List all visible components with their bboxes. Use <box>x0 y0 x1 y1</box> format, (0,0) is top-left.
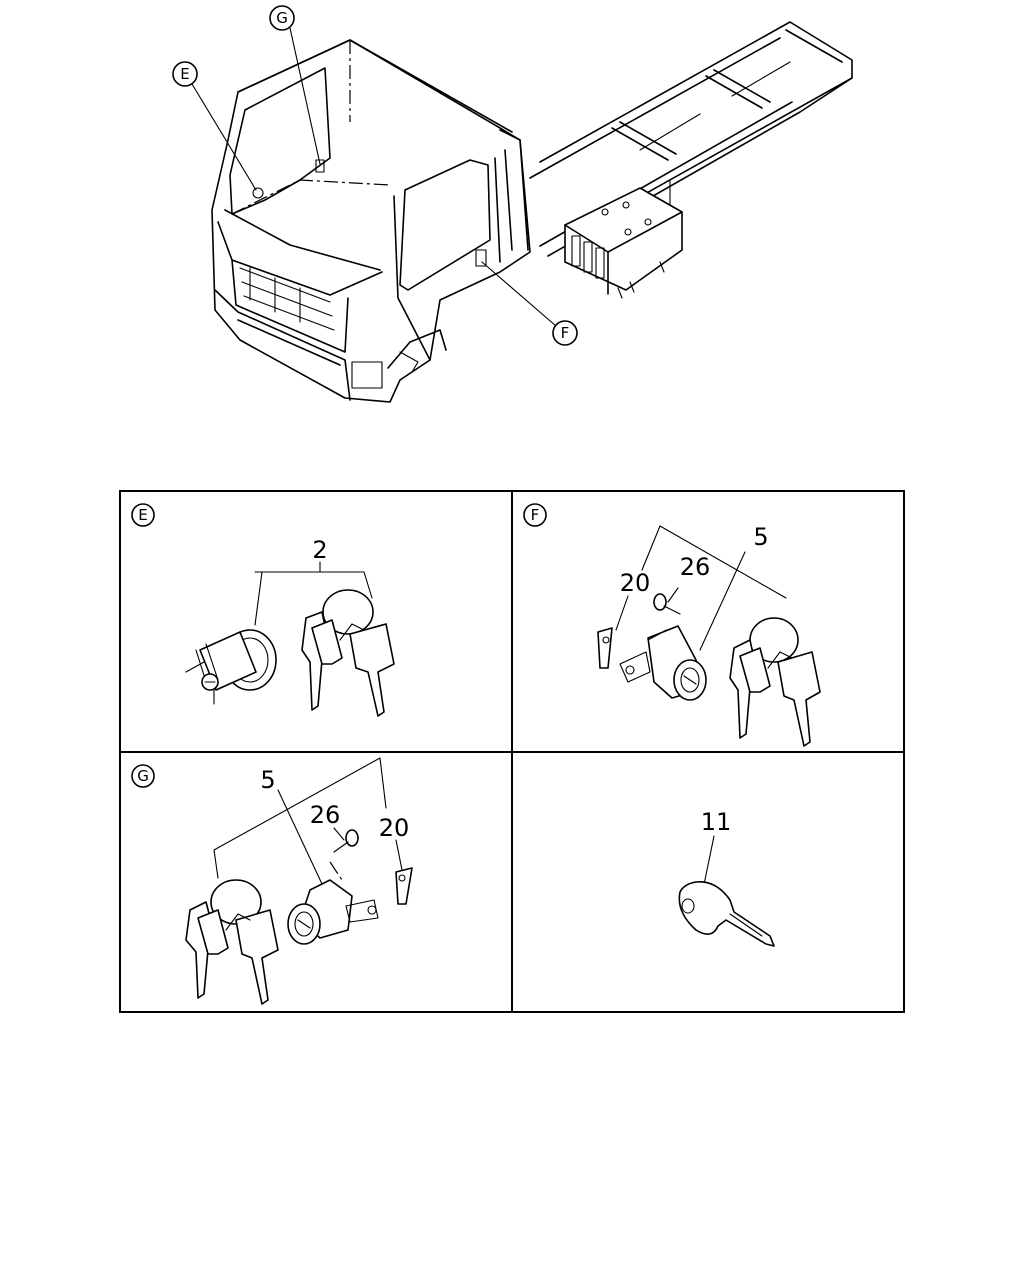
part-number-20: 20 <box>379 814 410 842</box>
callout-e: E <box>172 61 198 87</box>
key-set-e <box>301 589 395 717</box>
svg-text:E: E <box>180 65 189 83</box>
truck-illustration: G E F <box>172 5 853 403</box>
location-f <box>475 249 487 267</box>
panel-key: 11 <box>678 808 775 947</box>
panel-e-label: E <box>131 503 155 527</box>
part-number-5: 5 <box>753 523 768 551</box>
svg-text:F: F <box>561 324 570 342</box>
part-number-20: 20 <box>620 569 651 597</box>
detail-grid <box>119 490 905 1013</box>
panel-e: E 2 <box>131 503 395 717</box>
lock-location-markers <box>252 159 487 267</box>
panel-f: F 5 20 26 <box>523 503 821 747</box>
location-g <box>315 159 325 173</box>
svg-text:F: F <box>531 506 540 524</box>
panel-f-label: F <box>523 503 547 527</box>
location-e <box>252 187 264 199</box>
part-number-5: 5 <box>260 766 275 794</box>
key-set-g <box>185 879 279 1005</box>
screw-26-g <box>333 829 359 853</box>
panel-g: G 5 26 20 <box>131 757 413 1005</box>
svg-text:E: E <box>138 506 147 524</box>
key-set-f <box>729 617 821 747</box>
svg-text:G: G <box>137 767 149 785</box>
part-number-26: 26 <box>680 553 711 581</box>
part-number-2: 2 <box>312 536 327 564</box>
screw-26-f <box>653 593 681 615</box>
blank-key-11 <box>678 881 775 947</box>
callout-f: F <box>552 320 578 346</box>
ignition-lock-cylinder <box>185 629 277 705</box>
truck-cab <box>211 39 531 403</box>
part-number-26: 26 <box>310 801 341 829</box>
callout-g: G <box>269 5 295 31</box>
svg-text:G: G <box>276 9 288 27</box>
clip-20-g <box>395 867 413 905</box>
door-lock-cylinder-g <box>287 861 379 945</box>
door-lock-cylinder-f <box>619 625 707 701</box>
side-box <box>564 187 683 299</box>
part-number-11: 11 <box>701 808 732 836</box>
panel-g-label: G <box>131 764 155 788</box>
clip-20-f <box>597 627 613 669</box>
